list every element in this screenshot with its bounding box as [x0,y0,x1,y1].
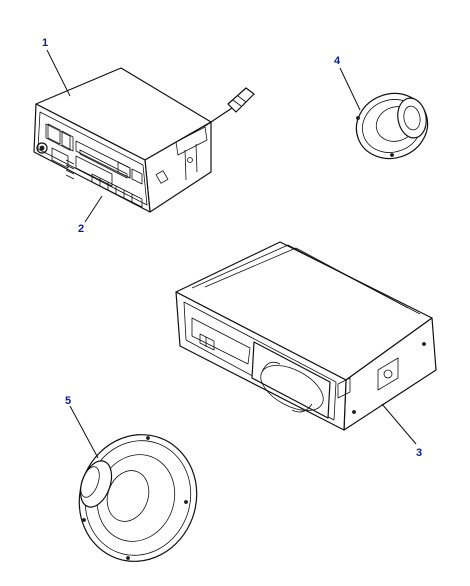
radio-cassette-unit [33,67,255,213]
cd-changer [175,241,437,431]
leader-line-4 [339,67,361,111]
callout-4: 4 [334,55,341,67]
large-speaker [78,434,198,562]
callout-3: 3 [416,447,422,459]
leader-line-3 [381,403,417,445]
small-speaker [355,92,429,160]
leader-line-2 [84,195,103,223]
leader-line-5 [69,405,99,459]
callout-2: 2 [78,223,84,235]
leader-line-1 [46,49,71,97]
callout-5: 5 [65,395,71,407]
callout-1: 1 [42,37,48,49]
